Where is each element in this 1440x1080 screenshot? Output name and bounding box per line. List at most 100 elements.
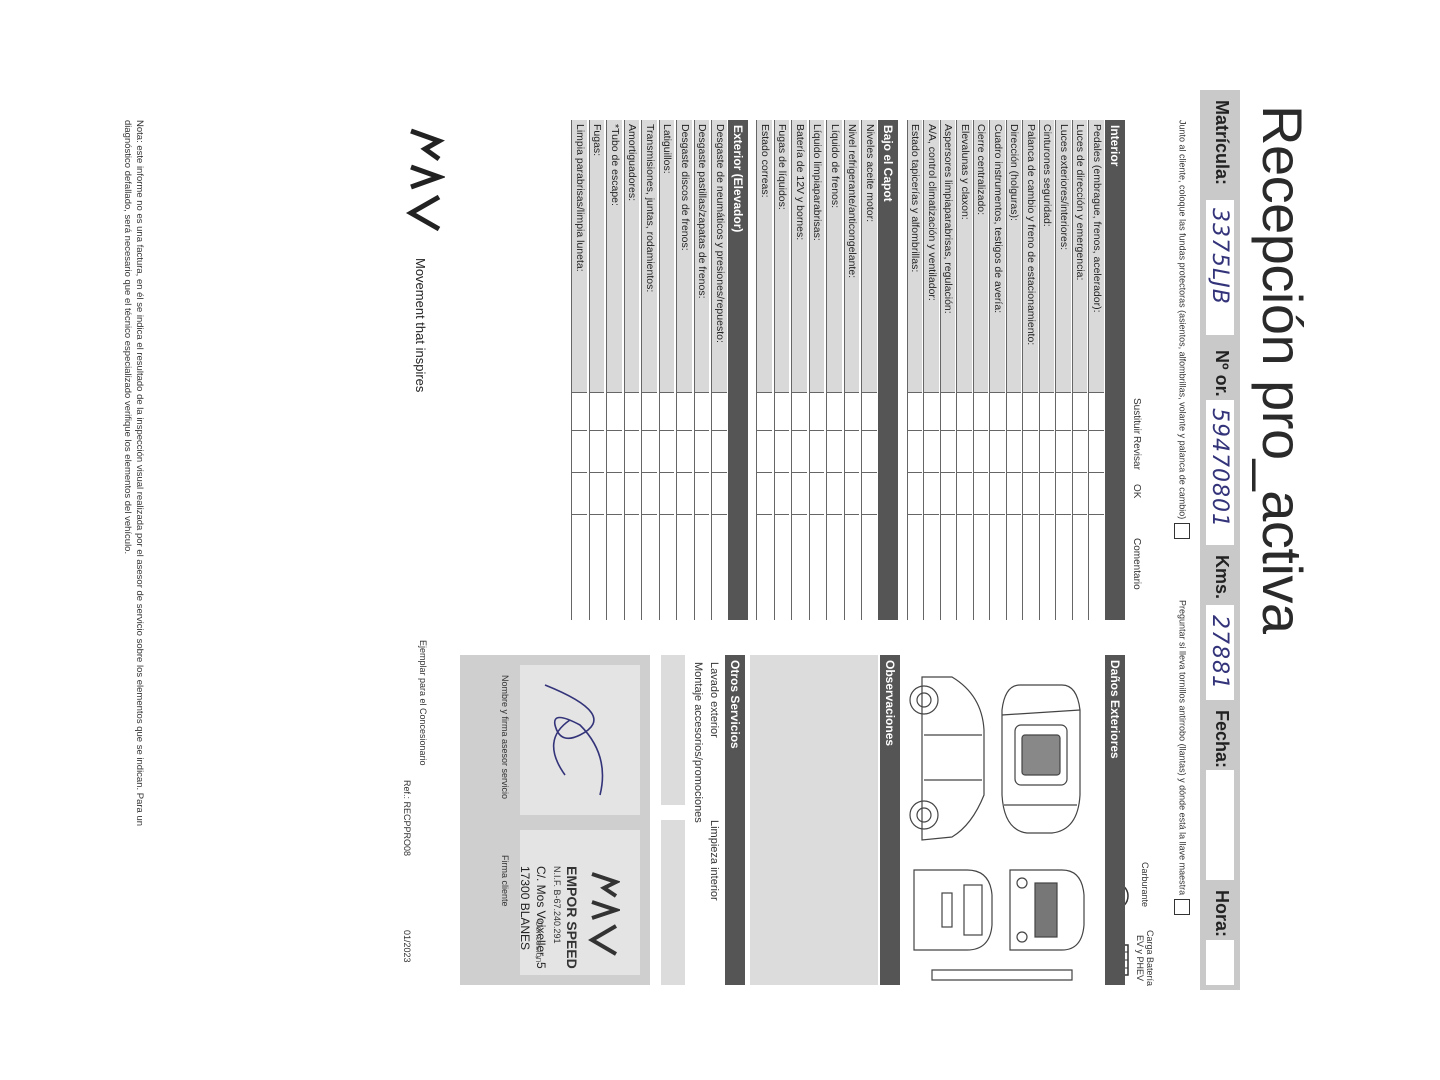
cell-sustituir[interactable] xyxy=(941,392,956,430)
cell-ok[interactable] xyxy=(845,472,860,514)
car-diagram-icon[interactable] xyxy=(906,655,1102,985)
cell-sustituir[interactable] xyxy=(712,392,727,430)
service-lavado[interactable]: Lavado exterior xyxy=(708,662,720,738)
cell-comentario[interactable] xyxy=(990,514,1005,620)
cell-comentario[interactable] xyxy=(810,514,825,620)
cell-ok[interactable] xyxy=(607,472,622,514)
cell-revisar[interactable] xyxy=(695,430,710,472)
cell-revisar[interactable] xyxy=(1023,430,1038,472)
cell-sustituir[interactable] xyxy=(827,392,842,430)
observaciones-field[interactable] xyxy=(750,655,878,985)
cell-revisar[interactable] xyxy=(827,430,842,472)
cell-sustituir[interactable] xyxy=(990,392,1005,430)
fecha-field[interactable] xyxy=(1206,770,1234,880)
cell-revisar[interactable] xyxy=(1089,430,1104,472)
cell-sustituir[interactable] xyxy=(642,392,657,430)
cell-ok[interactable] xyxy=(572,472,587,514)
cell-ok[interactable] xyxy=(827,472,842,514)
cell-ok[interactable] xyxy=(642,472,657,514)
cell-comentario[interactable] xyxy=(792,514,807,620)
cell-comentario[interactable] xyxy=(974,514,989,620)
cell-revisar[interactable] xyxy=(957,430,972,472)
matricula-field[interactable]: 3375LJB xyxy=(1206,200,1234,335)
cell-comentario[interactable] xyxy=(908,514,923,620)
cell-comentario[interactable] xyxy=(607,514,622,620)
cell-ok[interactable] xyxy=(1056,472,1071,514)
cell-revisar[interactable] xyxy=(845,430,860,472)
cell-sustituir[interactable] xyxy=(974,392,989,430)
cell-ok[interactable] xyxy=(590,472,605,514)
cell-ok[interactable] xyxy=(757,472,772,514)
cell-comentario[interactable] xyxy=(1040,514,1055,620)
cell-revisar[interactable] xyxy=(625,430,640,472)
cell-revisar[interactable] xyxy=(924,430,939,472)
kms-field[interactable]: 27881 xyxy=(1206,605,1234,700)
cell-comentario[interactable] xyxy=(695,514,710,620)
cell-ok[interactable] xyxy=(775,472,790,514)
cell-comentario[interactable] xyxy=(827,514,842,620)
cell-ok[interactable] xyxy=(1007,472,1022,514)
cell-ok[interactable] xyxy=(990,472,1005,514)
hora-field[interactable] xyxy=(1206,940,1234,985)
cell-ok[interactable] xyxy=(792,472,807,514)
cell-comentario[interactable] xyxy=(757,514,772,620)
cell-ok[interactable] xyxy=(1073,472,1088,514)
cell-sustituir[interactable] xyxy=(845,392,860,430)
cell-revisar[interactable] xyxy=(712,430,727,472)
cell-revisar[interactable] xyxy=(1073,430,1088,472)
cell-comentario[interactable] xyxy=(712,514,727,620)
cell-sustituir[interactable] xyxy=(1089,392,1104,430)
cell-sustituir[interactable] xyxy=(957,392,972,430)
cell-revisar[interactable] xyxy=(1056,430,1071,472)
cell-revisar[interactable] xyxy=(908,430,923,472)
service-box-2[interactable] xyxy=(661,820,685,985)
cell-comentario[interactable] xyxy=(660,514,675,620)
cell-revisar[interactable] xyxy=(941,430,956,472)
cell-sustituir[interactable] xyxy=(775,392,790,430)
cell-ok[interactable] xyxy=(677,472,692,514)
cell-sustituir[interactable] xyxy=(1056,392,1071,430)
cell-sustituir[interactable] xyxy=(572,392,587,430)
cell-comentario[interactable] xyxy=(572,514,587,620)
cell-comentario[interactable] xyxy=(677,514,692,620)
instruction-checkbox[interactable] xyxy=(1174,523,1190,540)
cell-comentario[interactable] xyxy=(1007,514,1022,620)
cell-revisar[interactable] xyxy=(660,430,675,472)
cell-ok[interactable] xyxy=(1040,472,1055,514)
cell-revisar[interactable] xyxy=(607,430,622,472)
cell-comentario[interactable] xyxy=(845,514,860,620)
cell-ok[interactable] xyxy=(862,472,877,514)
service-limpieza[interactable]: Limpieza interior xyxy=(708,820,720,901)
cell-sustituir[interactable] xyxy=(1040,392,1055,430)
nor-field[interactable]: 59470801 xyxy=(1206,400,1234,545)
cell-ok[interactable] xyxy=(924,472,939,514)
cell-sustituir[interactable] xyxy=(1007,392,1022,430)
cell-sustituir[interactable] xyxy=(590,392,605,430)
cell-comentario[interactable] xyxy=(1089,514,1104,620)
cell-ok[interactable] xyxy=(957,472,972,514)
cell-revisar[interactable] xyxy=(810,430,825,472)
cell-ok[interactable] xyxy=(695,472,710,514)
cell-comentario[interactable] xyxy=(1023,514,1038,620)
cell-sustituir[interactable] xyxy=(862,392,877,430)
cell-revisar[interactable] xyxy=(757,430,772,472)
cell-comentario[interactable] xyxy=(957,514,972,620)
cell-sustituir[interactable] xyxy=(1073,392,1088,430)
cell-comentario[interactable] xyxy=(625,514,640,620)
cell-ok[interactable] xyxy=(941,472,956,514)
cell-sustituir[interactable] xyxy=(625,392,640,430)
cell-sustituir[interactable] xyxy=(1023,392,1038,430)
cell-sustituir[interactable] xyxy=(924,392,939,430)
cell-sustituir[interactable] xyxy=(792,392,807,430)
cell-ok[interactable] xyxy=(1023,472,1038,514)
service-montaje[interactable]: Montaje accesorios/promociones xyxy=(692,662,704,823)
cell-comentario[interactable] xyxy=(590,514,605,620)
cell-sustituir[interactable] xyxy=(810,392,825,430)
cell-revisar[interactable] xyxy=(677,430,692,472)
cell-revisar[interactable] xyxy=(862,430,877,472)
question-checkbox[interactable] xyxy=(1174,899,1190,916)
service-box-1[interactable] xyxy=(661,655,685,805)
cell-revisar[interactable] xyxy=(590,430,605,472)
asesor-signature-box[interactable] xyxy=(520,665,640,815)
cell-sustituir[interactable] xyxy=(607,392,622,430)
